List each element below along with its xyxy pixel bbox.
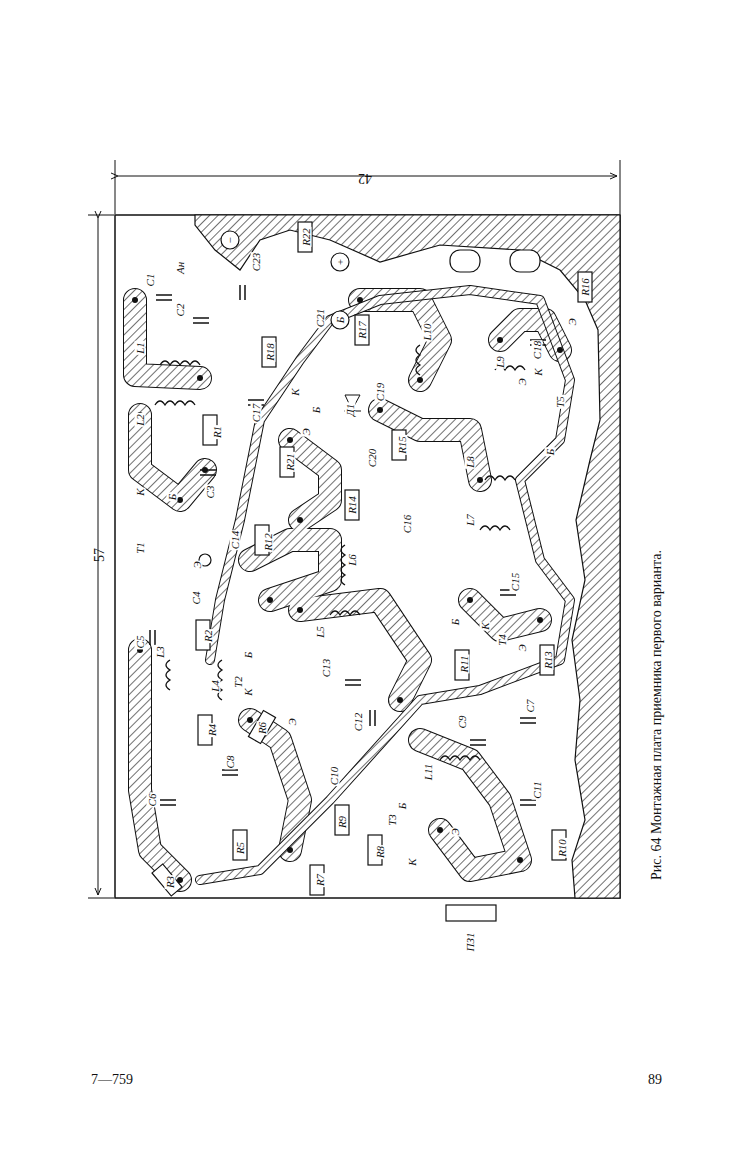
part-label: C4 bbox=[191, 591, 202, 606]
part-label: K bbox=[243, 687, 254, 696]
part-label: R15 bbox=[397, 435, 408, 455]
part-label: Э bbox=[450, 827, 461, 836]
part-label: C20 bbox=[367, 448, 378, 468]
part-label: R3 bbox=[165, 875, 176, 889]
part-label: K bbox=[407, 857, 418, 866]
part-label: K bbox=[290, 387, 301, 396]
figure-caption: Рис. 64 Монтажная плата приемника первог… bbox=[649, 550, 665, 880]
page-mark: 57 bbox=[93, 547, 107, 563]
part-label: Б bbox=[335, 316, 346, 325]
part-label: Б bbox=[545, 448, 556, 457]
part-label: R11 bbox=[459, 655, 470, 674]
part-label: R8 bbox=[375, 845, 386, 859]
part-label: R12 bbox=[263, 532, 274, 552]
part-label: Д1 bbox=[345, 403, 356, 418]
part-label: + bbox=[335, 257, 346, 266]
part-label: Э bbox=[567, 317, 578, 326]
part-label: Б bbox=[397, 802, 408, 811]
part-label: R17 bbox=[357, 320, 368, 340]
part-label: Б bbox=[311, 406, 322, 415]
part-label: R6 bbox=[257, 721, 268, 735]
part-label: C16 bbox=[402, 514, 413, 534]
part-label: L5 bbox=[315, 625, 326, 639]
part-label: C7 bbox=[525, 699, 536, 714]
page-mark: 42 bbox=[357, 171, 373, 185]
part-label: C14 bbox=[230, 530, 241, 550]
part-label: C6 bbox=[147, 793, 158, 808]
part-label: L8 bbox=[465, 455, 476, 469]
part-label: C1 bbox=[145, 273, 156, 288]
part-label: R4 bbox=[207, 723, 218, 737]
part-label: R2 bbox=[203, 629, 214, 643]
part-label: T3 bbox=[387, 813, 398, 827]
part-label: Э bbox=[287, 717, 298, 726]
part-label: T4 bbox=[497, 633, 508, 647]
part-label: C9 bbox=[457, 715, 468, 730]
page-mark: 7—759 bbox=[90, 1073, 134, 1087]
part-label: Б bbox=[450, 618, 461, 627]
part-label: R22 bbox=[301, 227, 312, 247]
part-label: R9 bbox=[337, 815, 348, 829]
part-label: K bbox=[533, 367, 544, 376]
part-label: C12 bbox=[353, 712, 364, 732]
part-label: Э bbox=[517, 643, 528, 652]
part-label: K bbox=[480, 621, 491, 630]
part-label: L9 bbox=[495, 355, 506, 369]
part-label: T5 bbox=[555, 395, 566, 409]
page-mark: 89 bbox=[647, 1073, 663, 1087]
part-label: L3 bbox=[155, 645, 166, 659]
part-label: R18 bbox=[265, 342, 276, 362]
part-label: Б bbox=[167, 493, 178, 502]
part-label: L6 bbox=[347, 553, 358, 567]
part-label: ПЗ1 bbox=[465, 932, 476, 953]
part-label: − bbox=[225, 235, 236, 244]
part-label: L10 bbox=[422, 322, 433, 341]
part-label: L11 bbox=[423, 763, 434, 781]
part-label: T1 bbox=[135, 541, 146, 555]
part-label: R1 bbox=[212, 425, 223, 439]
part-label: Б bbox=[243, 651, 254, 660]
part-label: C10 bbox=[329, 766, 340, 786]
part-label: C23 bbox=[251, 252, 262, 272]
part-label: C8 bbox=[225, 755, 236, 770]
part-label: C15 bbox=[510, 572, 521, 592]
part-label: L1 bbox=[135, 341, 146, 355]
part-label: C3 bbox=[205, 485, 216, 500]
part-label: R21 bbox=[285, 452, 296, 472]
part-label: C19 bbox=[375, 382, 386, 402]
part-label: R16 bbox=[580, 277, 591, 297]
part-label: C13 bbox=[321, 658, 332, 678]
part-label: L7 bbox=[465, 513, 476, 527]
part-label: Э bbox=[517, 377, 528, 386]
part-label: R13 bbox=[543, 650, 554, 670]
part-label: Э bbox=[301, 427, 312, 436]
part-label: R14 bbox=[347, 495, 358, 515]
part-label: Э bbox=[192, 560, 203, 569]
part-label: R10 bbox=[557, 838, 568, 858]
part-label: C5 bbox=[135, 635, 146, 650]
part-label: C17 bbox=[251, 403, 262, 423]
part-label: C18 bbox=[532, 340, 543, 360]
part-label: C21 bbox=[315, 308, 326, 328]
part-label: R5 bbox=[235, 841, 246, 855]
part-label: C2 bbox=[175, 303, 186, 318]
part-label: L2 bbox=[135, 413, 146, 427]
part-label: K bbox=[135, 487, 146, 496]
part-label: R7 bbox=[315, 873, 326, 887]
part-label: C11 bbox=[532, 780, 543, 800]
part-label: L4 bbox=[210, 679, 221, 693]
part-label: Aн bbox=[175, 261, 186, 275]
